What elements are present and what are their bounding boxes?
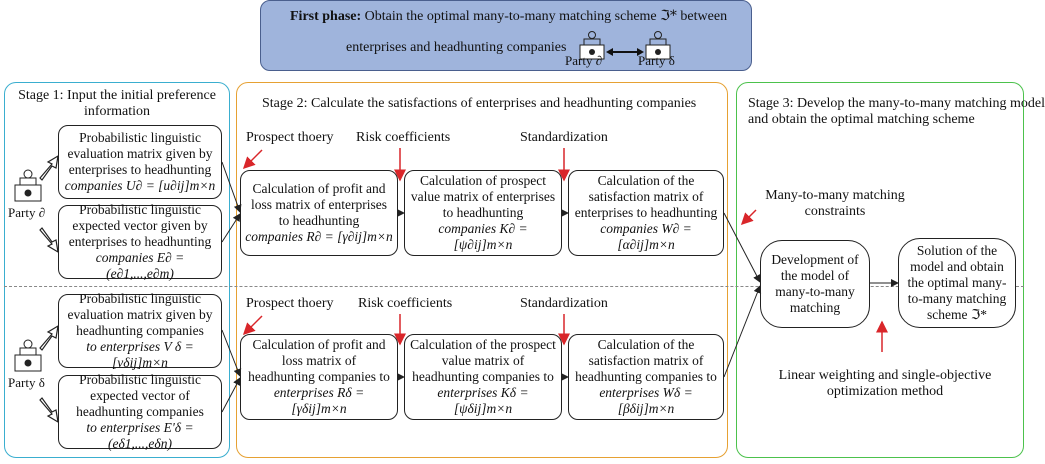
party-b-label: Party δ (638, 53, 675, 68)
stage1-frame (4, 82, 230, 458)
standardization-label-bottom: Standardization (520, 296, 608, 311)
arrow-down-right-icon-2 (39, 397, 59, 424)
first-phase-text-tail: between (680, 9, 728, 24)
arrow-up-right-icon-2 (39, 324, 59, 351)
stage3-title: Stage 3: Develop the many-to-many matchi… (748, 96, 1045, 127)
arrow-up-right-icon (39, 154, 59, 181)
arrow-s1-top2 (221, 213, 241, 243)
arrow-s1-bot2 (221, 377, 241, 413)
standardization-label-top: Standardization (520, 130, 608, 145)
red-arrow-constraints (740, 209, 757, 226)
first-phase-text: Obtain the optimal many-to-many matching… (364, 9, 657, 24)
party-exchange-diagram (579, 31, 671, 60)
arrow-s2-bot-to-model (723, 285, 762, 378)
first-phase-banner (260, 0, 752, 71)
red-arrow-prospect-top (242, 149, 263, 170)
first-phase-title: First phase: Obtain the optimal many-to-… (290, 8, 727, 25)
first-phase-label: First phase: (290, 9, 362, 24)
stage3-frame (736, 82, 1024, 458)
party-b-icon (645, 31, 671, 60)
party-a-group (14, 154, 59, 254)
stage2-frame (236, 82, 728, 458)
party-a-stage-label: Party ∂ (8, 205, 46, 220)
stage2-title: Stage 2: Calculate the satisfactions of … (262, 96, 697, 111)
divider-dashed (4, 286, 1024, 287)
prospect-theory-label-top: Prospect thoery (246, 130, 334, 145)
party-a-icon (579, 31, 605, 60)
party-a-figure-icon (14, 169, 42, 202)
prospect-theory-label-bottom: Prospect thoery (246, 296, 334, 311)
arrow-s1-top1 (221, 161, 242, 213)
arrow-down-right-icon (39, 227, 59, 254)
party-b-figure-icon (14, 339, 42, 372)
risk-coefficients-label-top: Risk coefficients (356, 130, 451, 145)
risk-coefficients-label-bottom: Risk coefficients (358, 296, 453, 311)
first-phase-subtitle: enterprises and headhunting companies (346, 40, 567, 55)
arrow-s1-bot1 (221, 329, 242, 377)
arrow-s2-top-to-model (723, 212, 761, 283)
red-arrow-prospect-bottom (242, 315, 263, 336)
matching-scheme-symbol: ℑ* (660, 8, 677, 24)
party-a-label: Party ∂ (565, 53, 603, 68)
party-b-group (14, 324, 59, 424)
party-b-stage-label: Party δ (8, 375, 45, 390)
